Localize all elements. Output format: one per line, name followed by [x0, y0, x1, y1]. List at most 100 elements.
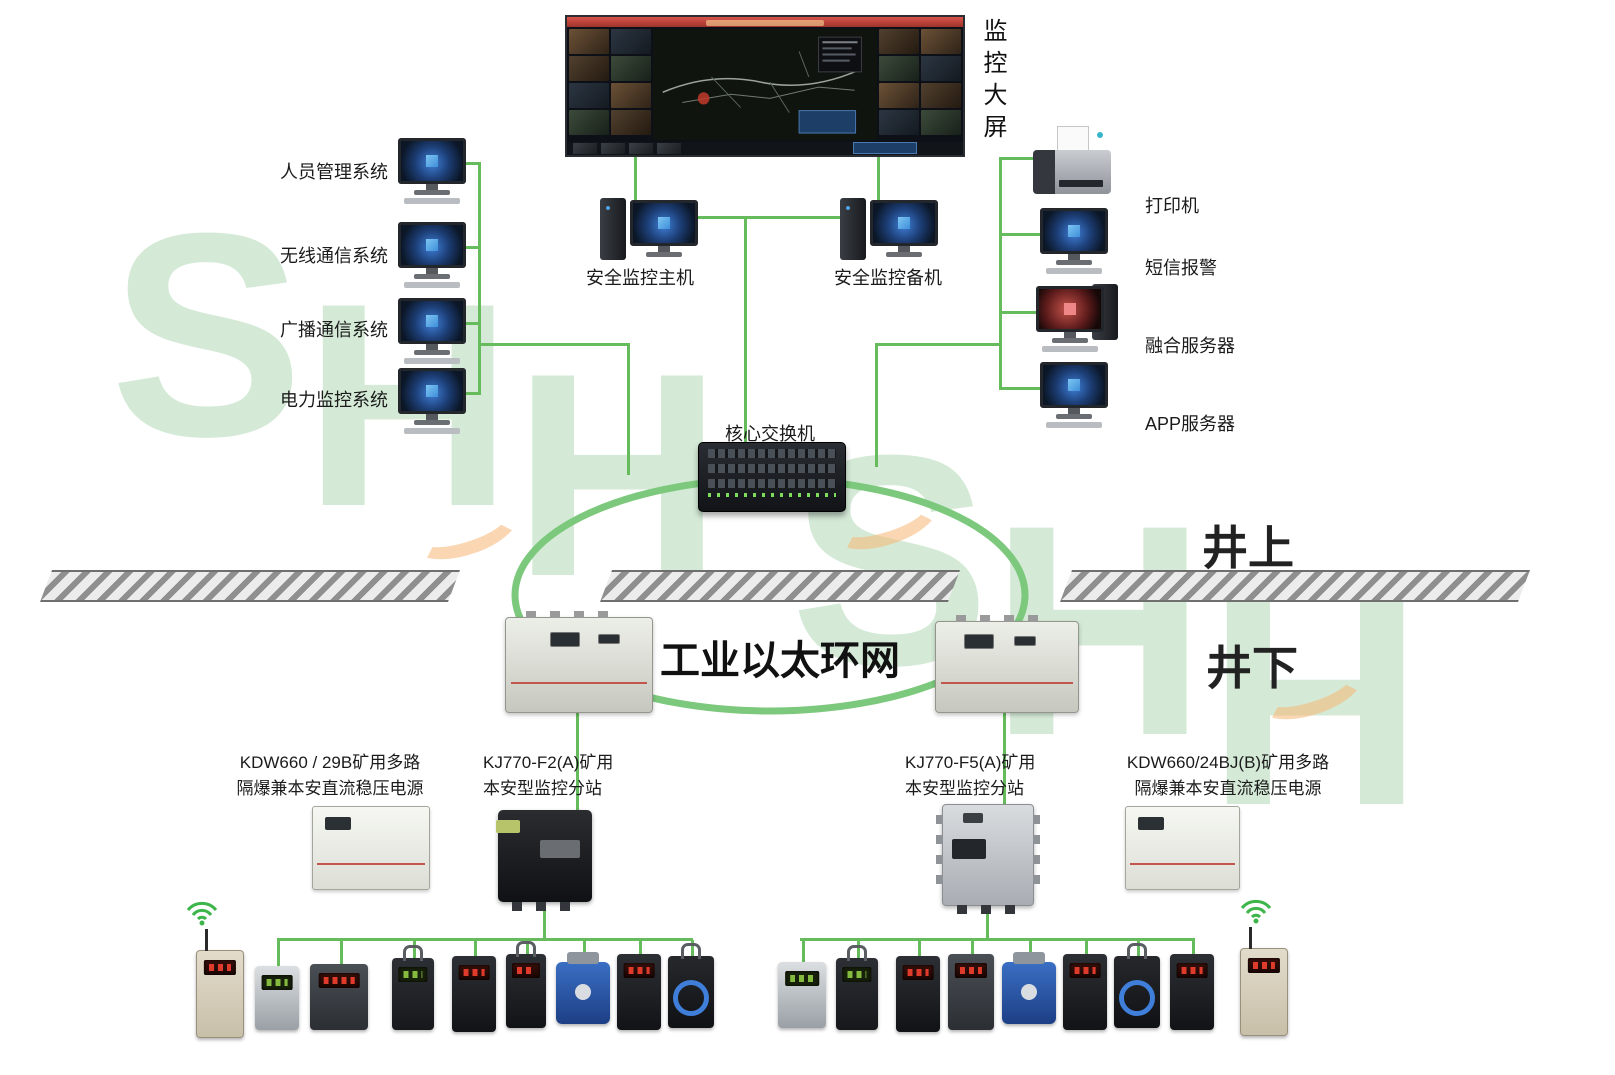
monitor-screen: [398, 298, 466, 344]
ground-bar: [40, 570, 460, 602]
ring-switch-enclosure-right: [935, 615, 1079, 713]
core-switch-device: [698, 442, 846, 512]
equipment-name: KJ770-F2(A)矿用: [483, 753, 614, 772]
connector-line: [478, 343, 630, 346]
video-thumbnail: [879, 110, 919, 136]
keyboard: [1046, 422, 1102, 428]
video-thumbnail: [879, 29, 919, 55]
printer-device: [1033, 126, 1111, 194]
connector-line: [1003, 713, 1006, 806]
equipment-desc: 本安型监控分站: [905, 779, 1024, 798]
backup-host-tower: [840, 198, 866, 260]
label-printer: 打印机: [1145, 196, 1199, 216]
video-thumbnail: [569, 83, 609, 109]
main-host-tower: [600, 198, 626, 260]
label-personnel-system: 人员管理系统: [280, 162, 388, 182]
switch-port-row: [708, 479, 836, 488]
monitor-screen: [1040, 208, 1108, 254]
power-supply-device-left: [312, 806, 430, 890]
connector-line: [986, 904, 989, 940]
connector-line: [466, 162, 480, 165]
connector-line: [543, 900, 546, 940]
substation-device-left: [496, 810, 592, 911]
device-stripe: [1130, 863, 1235, 865]
label-app-server: APP服务器: [1145, 414, 1236, 434]
mine-map-view: [653, 29, 877, 140]
enclosure-display: [550, 632, 580, 647]
monitor-stand: [426, 184, 438, 190]
monitor-screen: [1040, 362, 1108, 408]
monitor-screen: [630, 200, 698, 246]
backup-host-monitor: [870, 200, 938, 257]
sensor-device: [948, 954, 994, 1030]
ring-switch-enclosure-left: [505, 611, 653, 713]
sensor-display: [398, 967, 428, 982]
connector-line: [576, 713, 579, 812]
video-thumbnail: [611, 29, 651, 55]
app-server-computer: [1040, 362, 1108, 428]
fusion-server-computer: [1036, 286, 1104, 352]
sensor-device: [1170, 954, 1214, 1030]
monitor-base: [414, 350, 450, 355]
cable-coil-device: [1114, 956, 1160, 1028]
label-substation-left: KJ770-F2(A)矿用 本安型监控分站: [483, 750, 663, 802]
watermark-letter: S: [110, 173, 304, 497]
strip-thumbnail: [601, 142, 625, 154]
video-thumbnail: [569, 110, 609, 136]
sensor-display: [512, 963, 540, 978]
connector-line: [1001, 311, 1036, 314]
printer-panel: [1033, 150, 1055, 194]
equipment-name: KJ770-F5(A)矿用: [905, 753, 1036, 772]
sensor-display: [954, 963, 988, 978]
monitor-stand: [898, 246, 910, 252]
label-power-supply-left: KDW660 / 29B矿用多路 隔爆兼本安直流稳压电源: [200, 750, 460, 802]
video-thumbnail: [611, 83, 651, 109]
video-thumbnail: [921, 29, 961, 55]
connector-line: [466, 392, 480, 395]
strip-thumbnail: [657, 142, 681, 154]
wireless-system-computer: [398, 222, 466, 288]
sensor-bus-line: [277, 938, 693, 941]
sensor-display: [902, 965, 934, 980]
sensor-drop-line: [340, 940, 343, 968]
enclosure-cable-glands: [956, 615, 1040, 622]
sensor-display: [318, 973, 360, 988]
sensor-device: [310, 964, 368, 1030]
monitor-stand: [1068, 254, 1080, 260]
label-underground-zone: 井下: [1206, 642, 1298, 694]
wireless-sensor-device: [1240, 927, 1288, 1036]
monitor-stand: [426, 268, 438, 274]
connector-line: [698, 216, 840, 219]
monitor-base: [414, 190, 450, 195]
switch-port-row: [708, 464, 836, 473]
enclosure-cable-glands: [526, 611, 610, 618]
monitor-stand: [658, 246, 670, 252]
monitor-base: [1052, 338, 1088, 343]
sensor-display: [1247, 958, 1281, 973]
connector-line: [875, 343, 878, 467]
sensor-device: [896, 956, 940, 1032]
switch-port-row: [708, 449, 836, 458]
label-substation-right: KJ770-F5(A)矿用 本安型监控分站: [905, 750, 1090, 802]
video-thumbnail: [611, 110, 651, 136]
ground-bar: [600, 570, 960, 602]
keyboard: [1046, 268, 1102, 274]
video-thumbnail: [569, 29, 609, 55]
keyboard: [404, 358, 460, 364]
equipment-name: KDW660 / 29B矿用多路: [239, 753, 421, 772]
device-connectors: [1033, 815, 1040, 889]
power-supply-device-right: [1125, 806, 1240, 890]
video-thumbnail: [921, 83, 961, 109]
video-wall-header: [567, 17, 963, 28]
sensor-drop-line: [639, 940, 642, 958]
strip-thumbnail: [573, 142, 597, 154]
valve-device: [556, 952, 610, 1024]
sensor-device: [452, 956, 496, 1032]
equipment-desc: 隔爆兼本安直流稳压电源: [236, 779, 424, 798]
label-ring-network: 工业以太环网: [660, 639, 900, 683]
device-cable-glands: [957, 905, 1023, 914]
sms-alarm-computer: [1040, 208, 1108, 274]
connector-line: [744, 216, 747, 442]
video-thumbnail: [921, 110, 961, 136]
